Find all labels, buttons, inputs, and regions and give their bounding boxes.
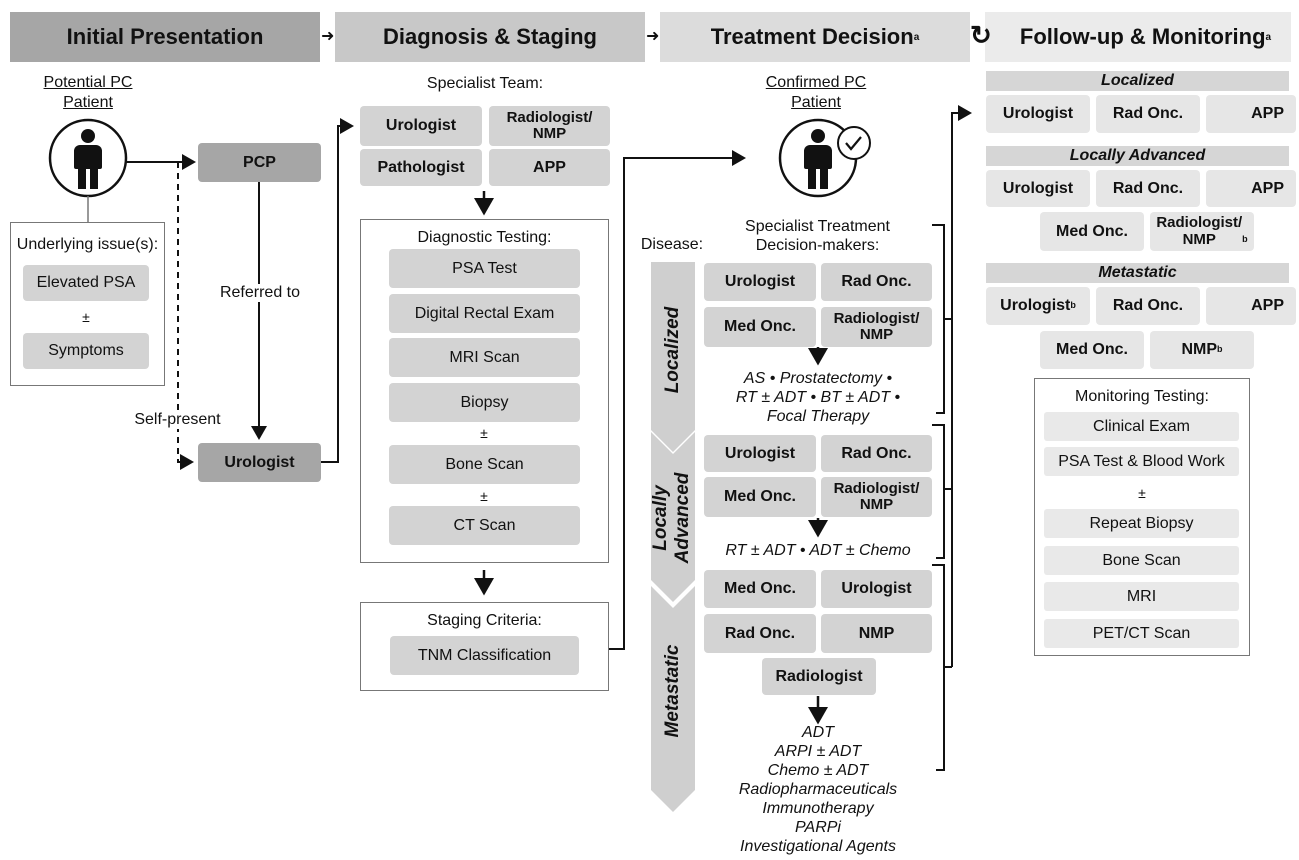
met-treatment-options: ADT ARPI ± ADT Chemo ± ADT Radiopharmace…: [738, 724, 898, 855]
plusminus: ±: [1138, 485, 1146, 501]
specialist-team-title: Specialist Team:: [426, 75, 544, 92]
test-biopsy: Biopsy: [389, 383, 580, 422]
la-rad-onc: Rad Onc.: [821, 435, 932, 472]
la-radiologist-nmp: Radiologist/ NMP: [821, 477, 932, 517]
plusminus: ±: [480, 425, 488, 441]
team-radiologist-nmp: Radiologist/ NMP: [489, 106, 610, 146]
mon-mri: MRI: [1044, 582, 1239, 611]
arrow-right-icon: ➜: [321, 28, 335, 45]
stage-label-localized: Localized: [662, 306, 683, 394]
fu-la-med-onc: Med Onc.: [1040, 212, 1144, 251]
person-icon: [800, 129, 836, 189]
la-urologist: Urologist: [704, 435, 816, 472]
staging-criteria-title: Staging Criteria:: [427, 612, 542, 629]
test-mri: MRI Scan: [389, 338, 580, 377]
loc-rad-onc: Rad Onc.: [821, 263, 932, 301]
met-radiologist: Radiologist: [762, 658, 876, 695]
plusminus: ±: [480, 488, 488, 504]
referred-to-label: Referred to: [200, 284, 320, 302]
urologist-box: Urologist: [198, 443, 321, 482]
loc-urologist: Urologist: [704, 263, 816, 301]
test-ct-scan: CT Scan: [389, 506, 580, 545]
disease-label: Disease:: [640, 236, 704, 253]
loc-radiologist-nmp: Radiologist/ NMP: [821, 307, 932, 347]
header-band-followup: [985, 12, 1291, 62]
header-diagnosis-staging: Diagnosis & Staging: [383, 24, 597, 49]
mon-bone-scan: Bone Scan: [1044, 546, 1239, 575]
mon-pet-ct: PET/CT Scan: [1044, 619, 1239, 648]
fu-la-app: APP: [1206, 170, 1296, 207]
fu-met-rad-onc: Rad Onc.: [1096, 287, 1200, 325]
header-band-diagnosis: [335, 12, 645, 62]
fu-localized-title: Localized: [986, 71, 1289, 91]
fu-metastatic-title: Metastatic: [986, 263, 1289, 283]
fu-met-med-onc: Med Onc.: [1040, 331, 1144, 369]
fu-loc-app: APP: [1206, 95, 1296, 133]
monitoring-testing-title: Monitoring Testing:: [1075, 388, 1209, 405]
symptoms-box: Symptoms: [23, 333, 149, 369]
plusminus: ±: [82, 309, 90, 325]
fu-met-app: APP: [1206, 287, 1296, 325]
met-nmp: NMP: [821, 614, 932, 653]
team-pathologist: Pathologist: [360, 149, 482, 186]
stage-label-locally-advanced: Locally Advanced: [650, 472, 693, 564]
met-urologist: Urologist: [821, 570, 932, 608]
test-dre: Digital Rectal Exam: [389, 294, 580, 333]
tnm-classification-box: TNM Classification: [390, 636, 579, 675]
met-med-onc: Med Onc.: [704, 570, 816, 608]
stage-label-metastatic: Metastatic: [662, 644, 683, 738]
la-med-onc: Med Onc.: [704, 477, 816, 517]
fu-la-urologist: Urologist: [986, 170, 1090, 207]
check-icon: [838, 127, 870, 159]
mon-psa-blood: PSA Test & Blood Work: [1044, 447, 1239, 476]
pcp-box: PCP: [198, 143, 321, 182]
cycle-icon: ↻: [970, 20, 992, 50]
elevated-psa-box: Elevated PSA: [23, 265, 149, 301]
team-app: APP: [489, 149, 610, 186]
chevron-locally-advanced: [651, 432, 695, 602]
chevron-localized: [651, 262, 695, 452]
underlying-issues-title: Underlying issue(s):: [16, 236, 159, 253]
header-band-initial: [10, 12, 320, 62]
loc-med-onc: Med Onc.: [704, 307, 816, 347]
mon-clinical-exam: Clinical Exam: [1044, 412, 1239, 441]
team-urologist: Urologist: [360, 106, 482, 146]
loc-treatment-options: AS • Prostatectomy • RT ± ADT • BT ± ADT…: [735, 370, 901, 425]
fu-la-rad-onc: Rad Onc.: [1096, 170, 1200, 207]
diagnostic-testing-title: Diagnostic Testing:: [417, 229, 552, 246]
met-rad-onc: Rad Onc.: [704, 614, 816, 653]
header-band-treatment: [660, 12, 970, 62]
fu-loc-rad-onc: Rad Onc.: [1096, 95, 1200, 133]
fu-loc-urologist: Urologist: [986, 95, 1090, 133]
test-bone-scan: Bone Scan: [389, 445, 580, 484]
fu-locally-advanced-title: Locally Advanced: [986, 146, 1289, 166]
arrow-right-icon: ➜: [646, 28, 660, 45]
mon-repeat-biopsy: Repeat Biopsy: [1044, 509, 1239, 538]
person-icon: [70, 129, 106, 189]
chevron-metastatic: [651, 586, 695, 812]
la-treatment-options: RT ± ADT • ADT ± Chemo: [725, 542, 911, 559]
test-psa: PSA Test: [389, 249, 580, 288]
self-present-label: Self-present: [125, 411, 230, 429]
header-initial-presentation: Initial Presentation: [66, 24, 264, 49]
